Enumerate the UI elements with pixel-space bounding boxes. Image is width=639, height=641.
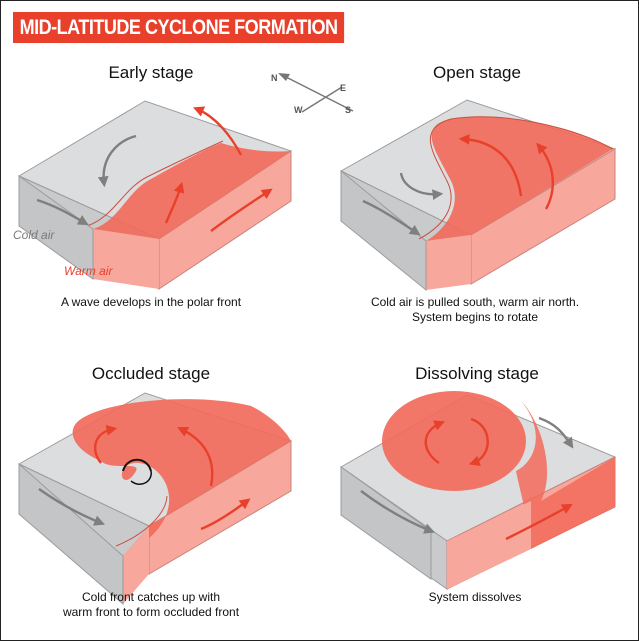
caption-early-line1: A wave develops in the polar front (60, 295, 242, 309)
caption-occluded: Cold front catches up with warm front to… (1, 590, 301, 620)
stage-title-early: Early stage (108, 63, 194, 82)
stage-title-open: Open stage (433, 63, 521, 82)
figure-title: MID-LATITUDE CYCLONE FORMATION (13, 12, 345, 43)
caption-open: Cold air is pulled south, warm air north… (325, 295, 625, 325)
panel-dissolving (340, 391, 617, 590)
warm-air-label: Warm air (64, 264, 113, 278)
caption-dissolving-line1: System dissolves (428, 590, 522, 604)
caption-open-line1: Cold air is pulled south, warm air north… (370, 295, 580, 309)
panel-occluded (17, 392, 293, 606)
compass-w-label: W (294, 105, 303, 115)
compass-e-label: E (340, 83, 346, 93)
compass-icon: N E S W (271, 73, 354, 115)
caption-early: A wave develops in the polar front (1, 295, 301, 310)
caption-occluded-line1: Cold front catches up with (81, 590, 221, 604)
compass-s-label: S (345, 105, 351, 115)
cold-air-label: Cold air (13, 228, 55, 242)
panel-early (17, 100, 293, 290)
compass-n-label: N (271, 73, 278, 83)
caption-open-line2: System begins to rotate (411, 310, 539, 324)
panel-open (339, 99, 617, 292)
caption-occluded-line2: warm front to form occluded front (62, 605, 240, 619)
stage-title-dissolving: Dissolving stage (415, 364, 539, 383)
caption-dissolving: System dissolves (325, 590, 625, 605)
stage-title-occluded: Occluded stage (91, 364, 211, 383)
